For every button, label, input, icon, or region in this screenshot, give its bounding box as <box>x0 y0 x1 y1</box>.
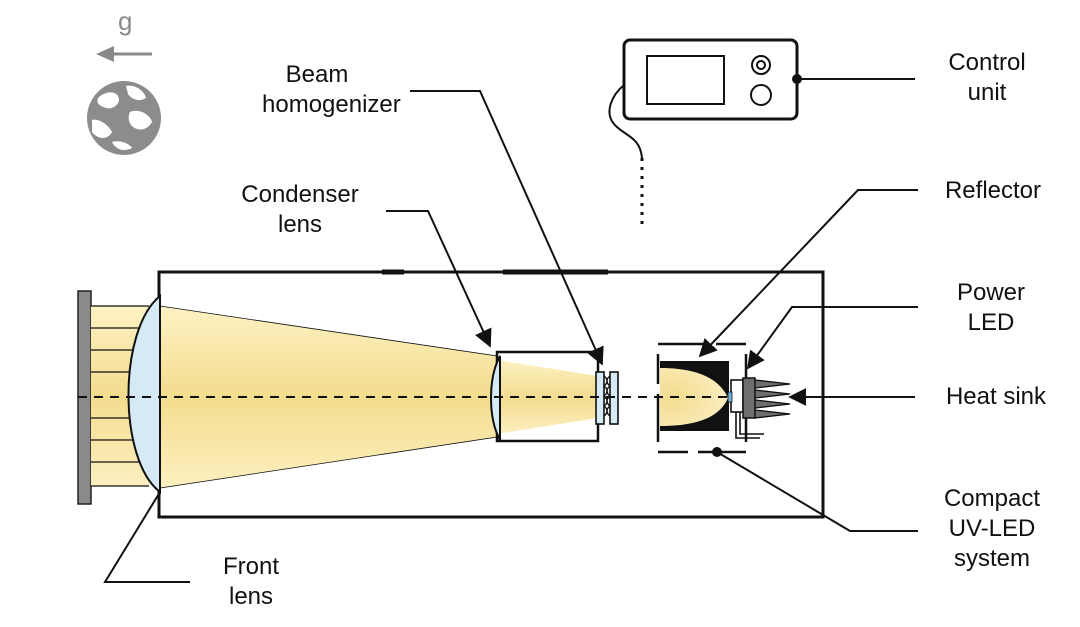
label-compact-uv-led-system: Compact UV-LED system <box>943 485 1041 572</box>
label-beam-homogenizer: Beam homogenizer <box>262 61 401 118</box>
gravity-label: g <box>118 6 133 36</box>
globe-icon <box>87 81 161 155</box>
label-power-led: Power LED <box>956 279 1026 336</box>
front-lens <box>127 293 161 495</box>
control-unit <box>608 38 802 230</box>
label-front-lens: Front lens <box>222 553 279 610</box>
label-reflector: Reflector <box>944 177 1042 204</box>
leader-lines <box>103 78 918 583</box>
display-icon <box>646 55 725 105</box>
knob-icon <box>751 55 771 75</box>
label-heat-sink: Heat sink <box>945 383 1047 410</box>
label-control-unit: Control unit <box>948 49 1026 106</box>
label-condenser-lens: Condenser lens <box>241 181 359 238</box>
gravity-arrow-icon <box>96 46 152 62</box>
heat-sink <box>742 377 791 419</box>
power-led <box>730 379 744 413</box>
